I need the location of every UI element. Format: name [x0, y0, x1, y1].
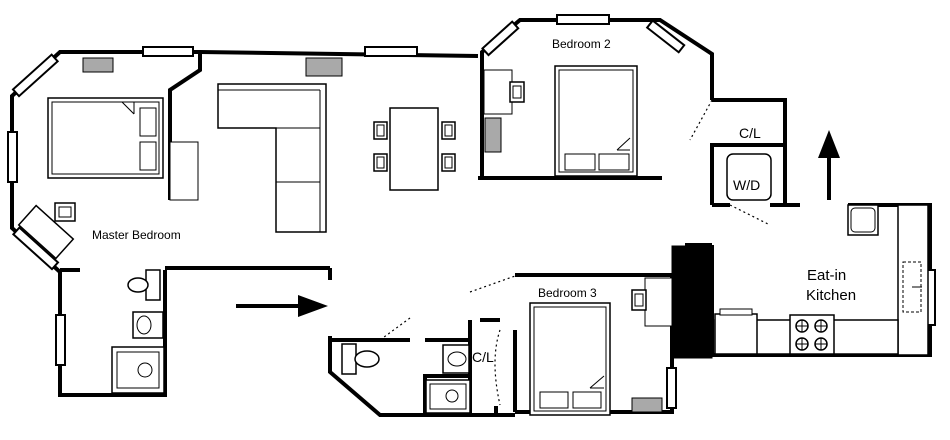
- ac-unit: [631, 397, 663, 413]
- tub-drain: [445, 389, 459, 403]
- chair-seat: [512, 85, 522, 99]
- sheet-fold: [616, 137, 631, 151]
- ac-unit: [82, 57, 114, 73]
- window: [11, 226, 60, 271]
- bedroom2-furniture: [483, 65, 638, 177]
- arrow-up-icon: [818, 130, 840, 200]
- desk: [483, 69, 513, 115]
- door-swings: [379, 99, 771, 406]
- tub-drain: [137, 362, 153, 378]
- door-swing: [469, 275, 516, 293]
- label-bedroom-3: Bedroom 3: [538, 286, 597, 300]
- toilet-bowl: [127, 277, 149, 293]
- label-washer-dryer: W/D: [733, 177, 760, 193]
- sink-basin: [136, 315, 152, 335]
- dishwasher-top: [719, 308, 753, 316]
- pillow: [139, 107, 157, 137]
- label-kitchen-line2: Kitchen: [806, 287, 856, 304]
- chair-seat: [634, 293, 644, 307]
- window: [364, 46, 418, 57]
- dresser: [169, 141, 199, 201]
- dining-table: [389, 107, 439, 191]
- label-kitchen-line1: Eat-in: [807, 267, 846, 284]
- chair-seat: [376, 156, 385, 169]
- sectional-sofa: [217, 83, 327, 233]
- label-closet-upper: C/L: [739, 125, 761, 141]
- arrow-right-icon: [236, 295, 328, 317]
- toilet-tank: [341, 343, 357, 375]
- dining-chairs: [373, 121, 456, 172]
- windows: [7, 14, 936, 409]
- window: [556, 14, 610, 25]
- window: [7, 131, 18, 183]
- dishwasher: [714, 313, 758, 355]
- sheet-fold: [589, 375, 605, 389]
- utility: [726, 153, 772, 201]
- chair-seat: [444, 124, 453, 137]
- window: [666, 367, 677, 409]
- door-swing: [729, 204, 771, 226]
- window: [11, 53, 60, 98]
- desk: [17, 204, 75, 260]
- label-master-bedroom: Master Bedroom: [92, 228, 181, 242]
- pillow: [139, 141, 157, 171]
- stove: [789, 314, 835, 355]
- living-furniture: [217, 57, 456, 233]
- ac-unit: [305, 57, 343, 77]
- washer-dryer: [726, 153, 772, 201]
- toilet-bowl: [354, 350, 380, 368]
- door-swing: [379, 317, 411, 341]
- label-bedroom-2: Bedroom 2: [552, 37, 611, 51]
- ac-unit: [484, 117, 502, 153]
- sink-top: [850, 207, 876, 233]
- window: [481, 20, 520, 57]
- pillow: [564, 153, 596, 171]
- bedroom3-furniture: [529, 277, 673, 416]
- pillow: [598, 153, 630, 171]
- burner-cross: [796, 320, 827, 350]
- chair-seat: [444, 156, 453, 169]
- door-swing: [494, 329, 501, 406]
- pillow: [539, 391, 569, 409]
- label-closet-lower: C/L: [472, 349, 494, 365]
- window: [645, 19, 686, 54]
- window: [55, 314, 66, 366]
- door-swing: [689, 99, 713, 141]
- stove-burners: [795, 319, 828, 351]
- window: [142, 46, 194, 57]
- kitchen: [671, 204, 929, 359]
- wall-lower-bath: [328, 336, 515, 417]
- pillow: [572, 391, 602, 409]
- master-furniture: [17, 57, 199, 260]
- sink-basin: [447, 351, 467, 367]
- chair-seat: [376, 124, 385, 137]
- chair-seat: [58, 206, 72, 218]
- bathrooms: [111, 269, 471, 414]
- sheet-fold: [121, 101, 135, 115]
- chimney: [671, 245, 713, 359]
- desk: [644, 277, 673, 327]
